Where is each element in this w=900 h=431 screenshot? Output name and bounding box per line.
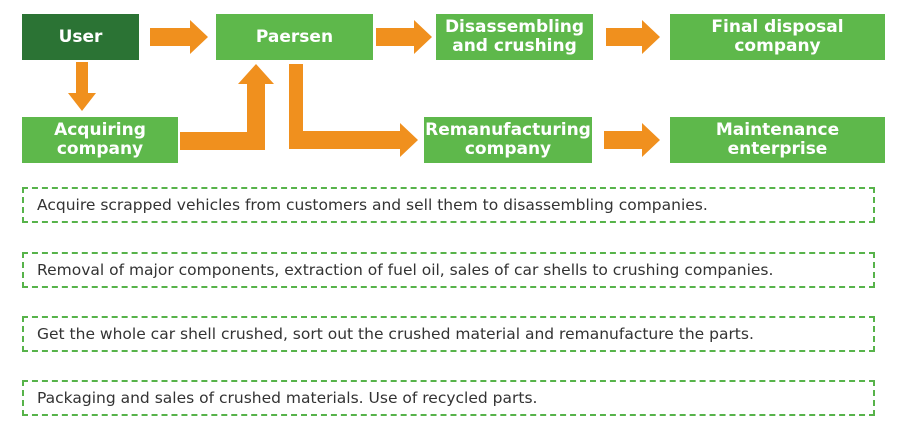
- arrow-paersen-to-remanufacturing: [289, 64, 418, 157]
- arrow-disassembling-to-final-disposal: [606, 20, 660, 54]
- node-user: User: [22, 14, 139, 60]
- node-acquiring: Acquiring company: [22, 117, 178, 163]
- node-disassembling: Disassembling and crushing: [436, 14, 593, 60]
- description-box-crushing: Get the whole car shell crushed, sort ou…: [22, 316, 875, 352]
- node-remanufacturing: Remanufacturing company: [424, 117, 592, 163]
- description-text-crushing: Get the whole car shell crushed, sort ou…: [37, 325, 754, 343]
- node-final-disposal: Final disposal company: [670, 14, 885, 60]
- description-box-acquire: Acquire scrapped vehicles from customers…: [22, 187, 875, 223]
- node-disassembling-label-line2: and crushing: [452, 36, 577, 56]
- node-remanufacturing-label-line2: company: [464, 139, 552, 159]
- flow-diagram: User Paersen Disassembling and crushing …: [0, 0, 900, 172]
- node-acquiring-label-line2: company: [56, 139, 144, 159]
- node-paersen: Paersen: [216, 14, 373, 60]
- description-text-packaging: Packaging and sales of crushed materials…: [37, 389, 538, 407]
- arrow-remanufacturing-to-maintenance: [604, 123, 660, 157]
- arrow-user-to-acquiring: [68, 62, 96, 111]
- node-user-label: User: [58, 26, 103, 47]
- node-final-disposal-label: Final disposal company: [711, 17, 844, 56]
- description-box-removal: Removal of major components, extraction …: [22, 252, 875, 288]
- description-text-acquire: Acquire scrapped vehicles from customers…: [37, 196, 708, 214]
- node-acquiring-label-line1: Acquiring: [54, 120, 146, 140]
- node-paersen-label: Paersen: [255, 26, 334, 47]
- description-box-packaging: Packaging and sales of crushed materials…: [22, 380, 875, 416]
- arrow-acquiring-to-paersen: [180, 64, 274, 150]
- node-remanufacturing-label-line1: Remanufacturing: [425, 120, 591, 140]
- arrow-paersen-to-disassembling: [376, 20, 432, 54]
- arrow-user-to-paersen: [150, 20, 208, 54]
- node-maintenance: Maintenance enterprise: [670, 117, 885, 163]
- node-disassembling-label-line1: Disassembling: [444, 17, 585, 37]
- node-maintenance-label: Maintenance enterprise: [715, 120, 840, 159]
- description-text-removal: Removal of major components, extraction …: [37, 261, 774, 279]
